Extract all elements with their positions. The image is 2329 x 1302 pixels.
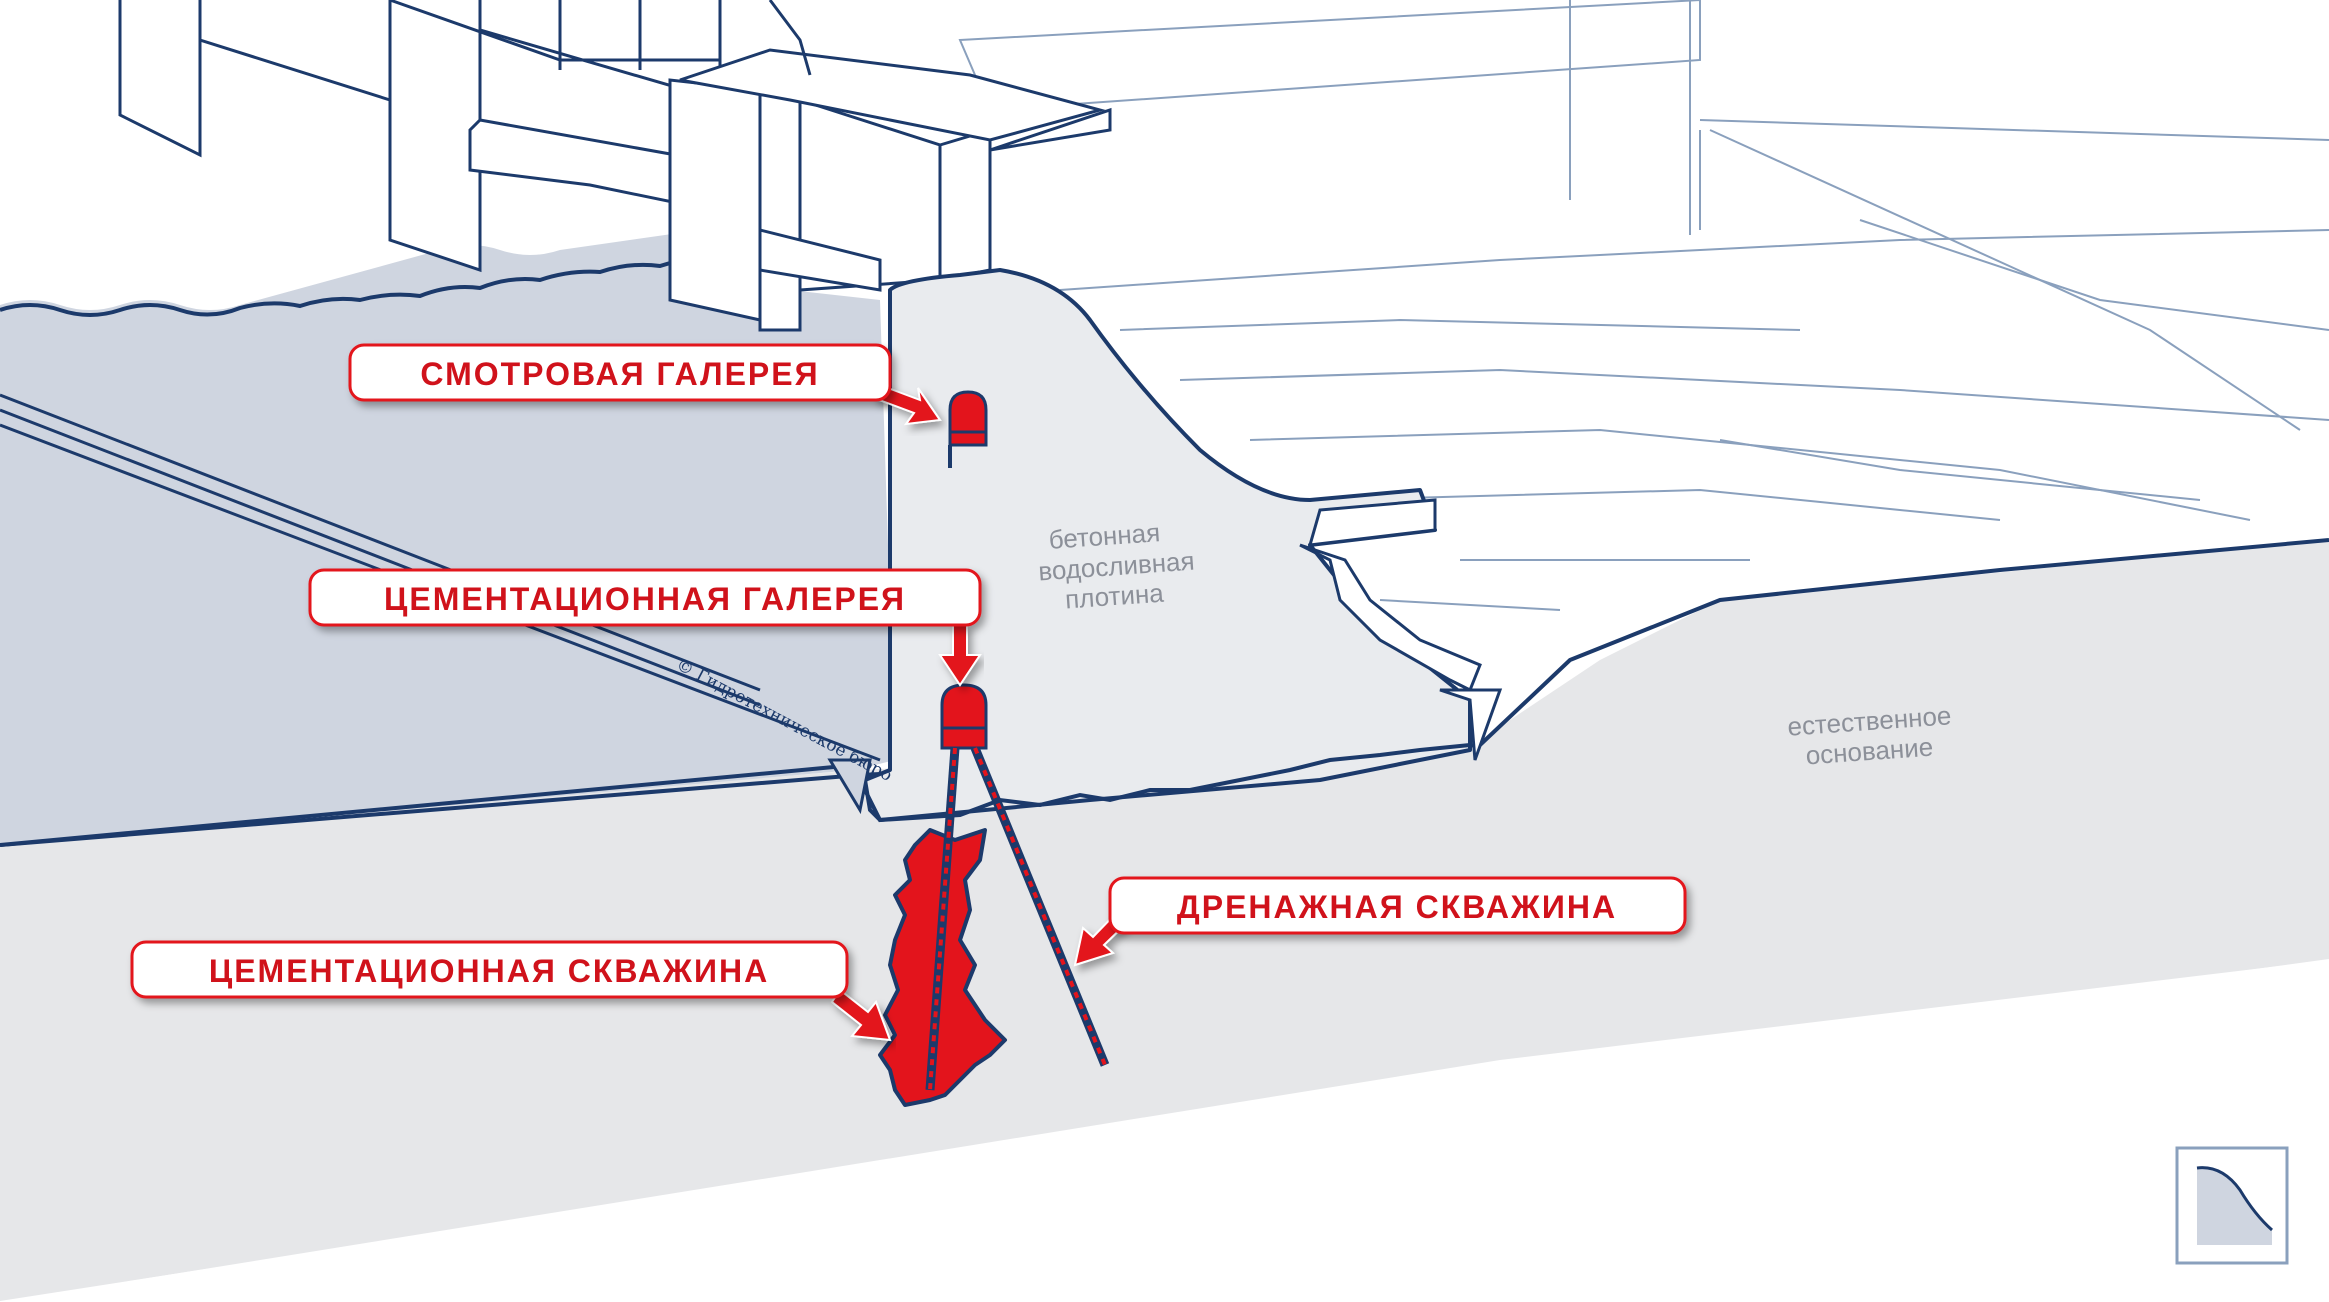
svg-text:ДРЕНАЖНАЯ СКВАЖИНА: ДРЕНАЖНАЯ СКВАЖИНА <box>1177 889 1617 925</box>
label-grouting-borehole: ЦЕМЕНТАЦИОННАЯ СКВАЖИНА <box>132 942 847 997</box>
foundation-caption: естественное основание <box>1786 700 1952 770</box>
label-grouting-gallery: ЦЕМЕНТАЦИОННАЯ ГАЛЕРЕЯ <box>310 570 980 625</box>
dam-logo-icon <box>2177 1148 2287 1263</box>
svg-text:СМОТРОВАЯ ГАЛЕРЕЯ: СМОТРОВАЯ ГАЛЕРЕЯ <box>420 356 819 392</box>
label-drainage-borehole: ДРЕНАЖНАЯ СКВАЖИНА <box>1110 878 1685 933</box>
svg-text:ЦЕМЕНТАЦИОННАЯ ГАЛЕРЕЯ: ЦЕМЕНТАЦИОННАЯ ГАЛЕРЕЯ <box>384 581 906 617</box>
svg-text:ЦЕМЕНТАЦИОННАЯ СКВАЖИНА: ЦЕМЕНТАЦИОННАЯ СКВАЖИНА <box>209 953 769 989</box>
grouting-gallery <box>942 685 986 748</box>
label-inspection-gallery: СМОТРОВАЯ ГАЛЕРЕЯ <box>350 345 890 400</box>
